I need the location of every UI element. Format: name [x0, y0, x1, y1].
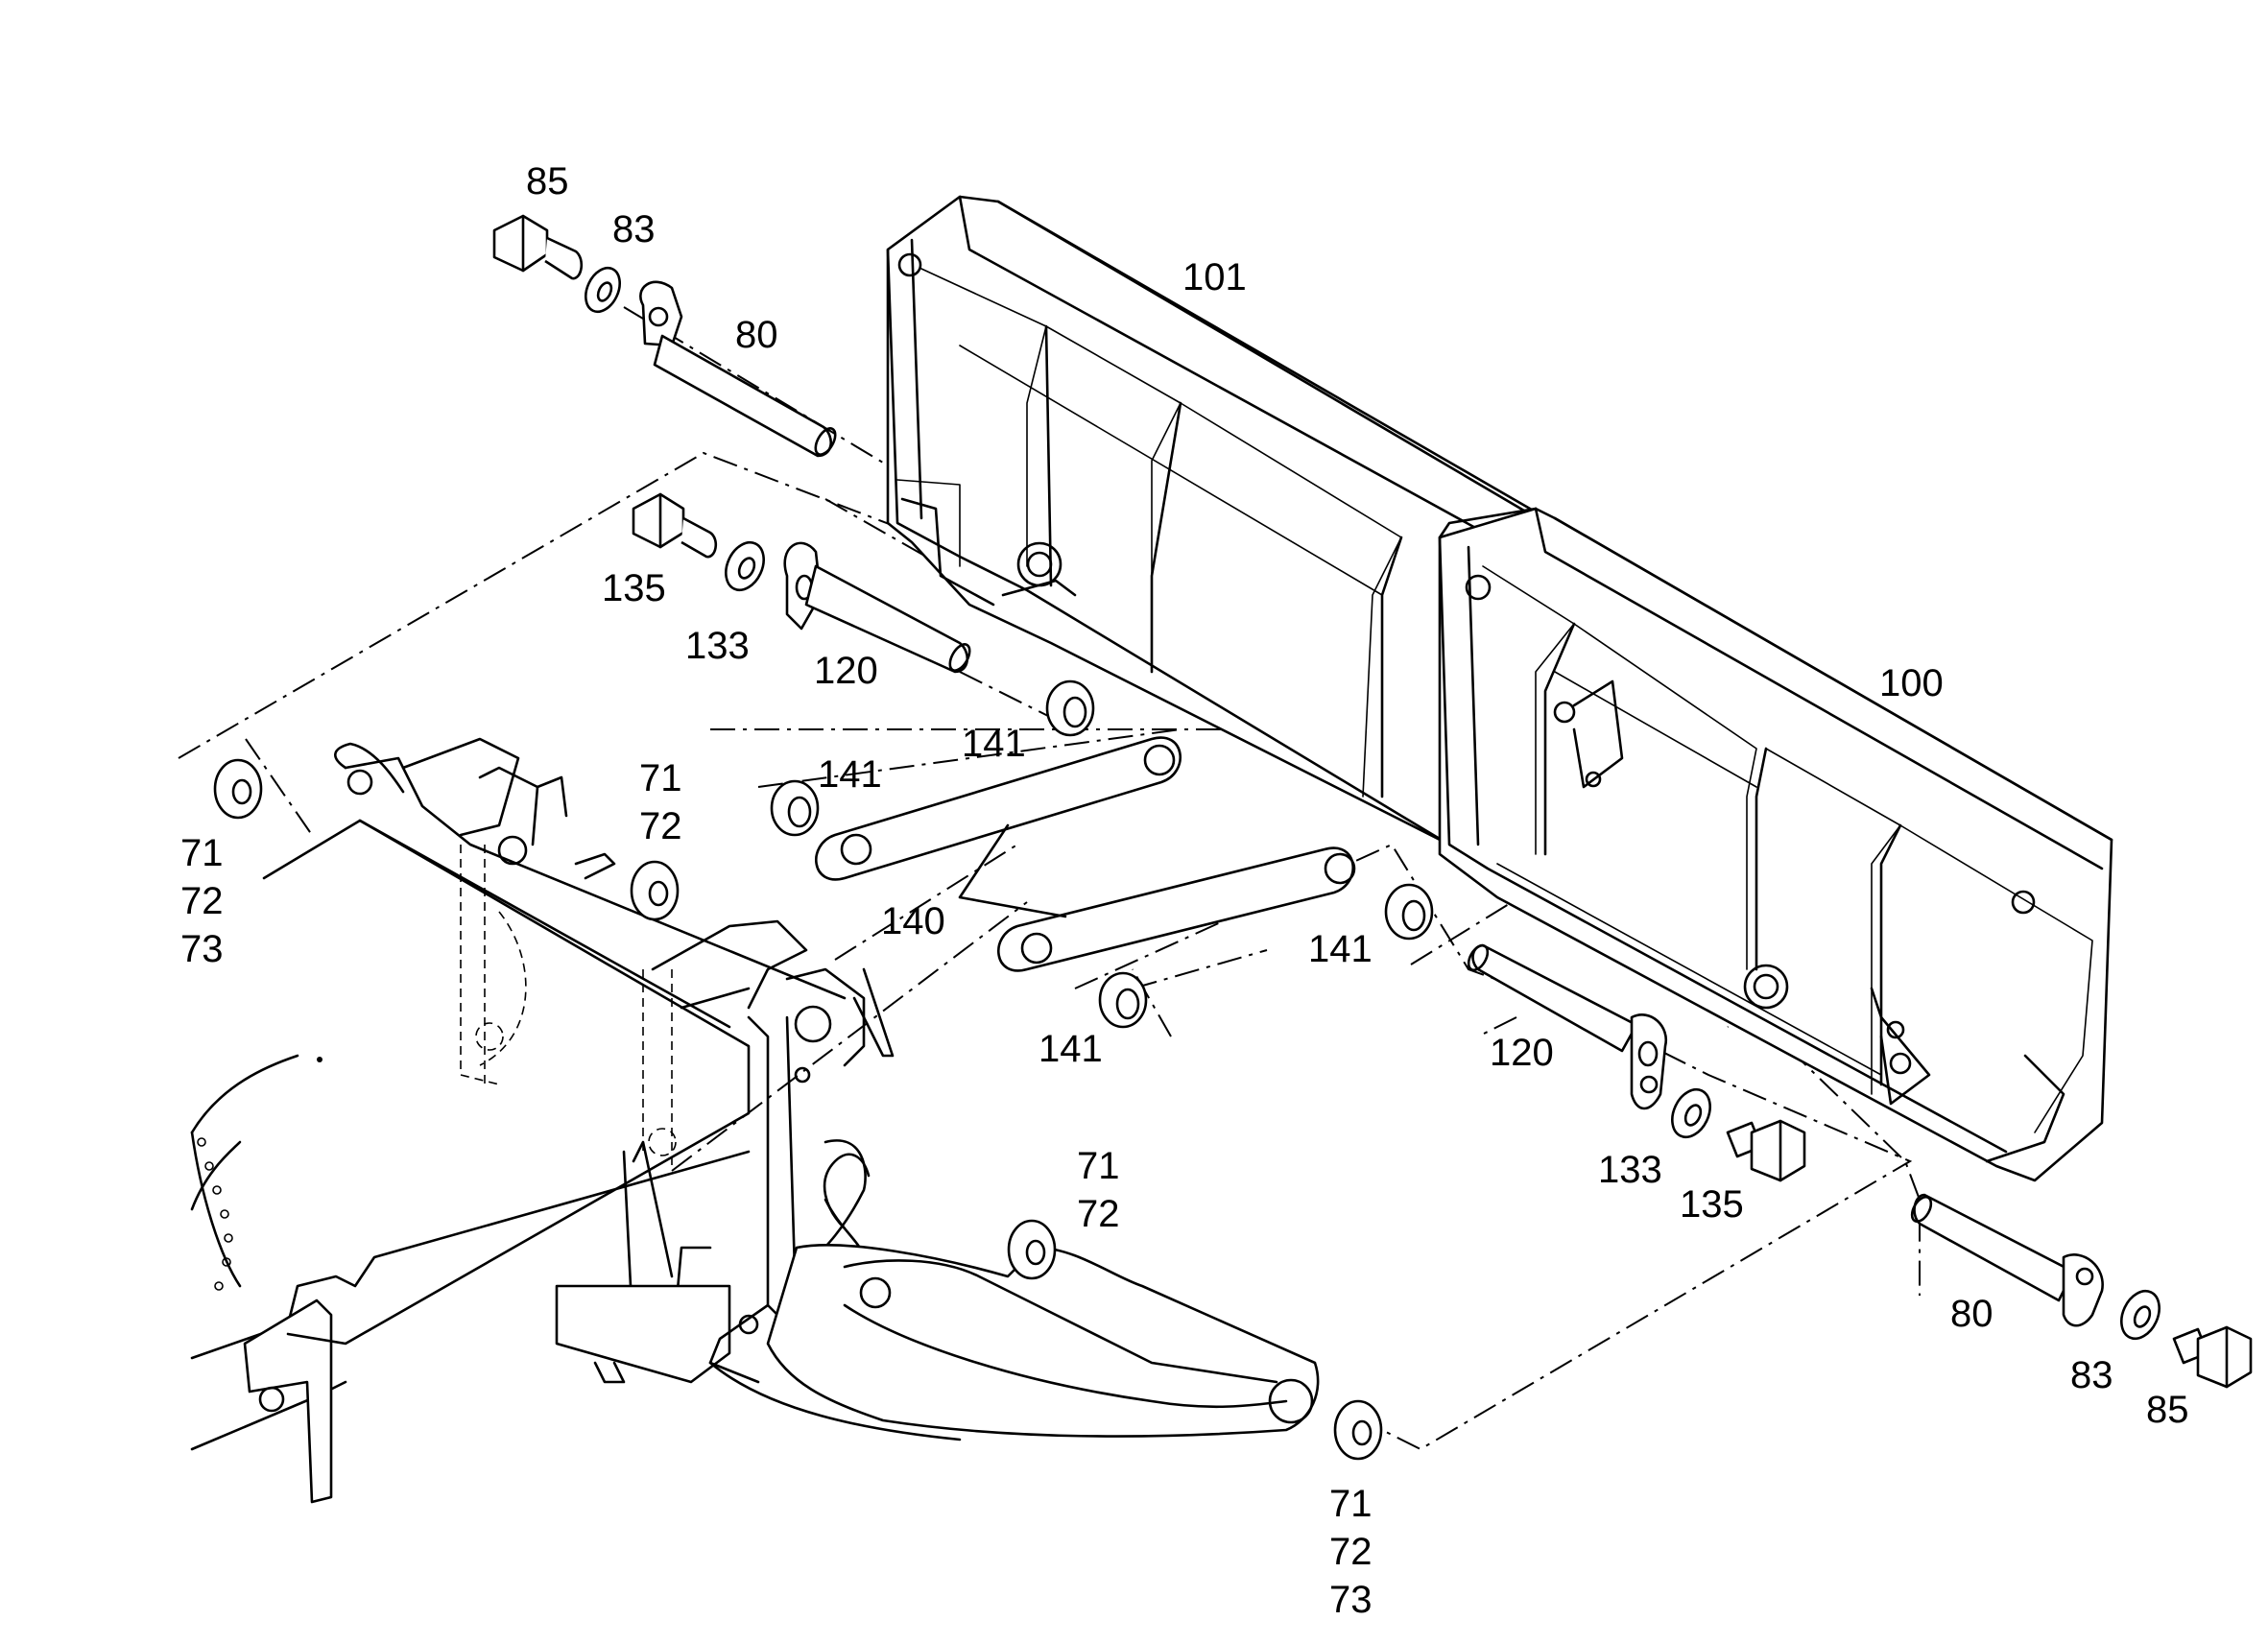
reference-dot	[317, 1057, 322, 1062]
blade-100	[1438, 507, 2113, 1182]
callout-135-right: 135	[1680, 1183, 1744, 1226]
bushing-141-a	[1045, 679, 1095, 737]
pin-80-right	[1910, 1193, 2104, 1327]
pin-120-right	[1467, 943, 1668, 1110]
callout-80-top: 80	[735, 314, 778, 356]
push-link-lower	[997, 846, 1356, 972]
washer-71-bottom	[1333, 1399, 1383, 1461]
blade-101	[886, 195, 1557, 846]
callout-133-top: 133	[685, 625, 750, 667]
callout-73-bottom: 73	[1329, 1579, 1373, 1621]
callout-120-right: 120	[1490, 1032, 1554, 1074]
bushing-141-d	[1098, 971, 1148, 1029]
push-link-upper	[815, 736, 1182, 881]
callout-140: 140	[881, 900, 945, 942]
leader-140	[958, 823, 1067, 918]
frame	[190, 737, 1320, 1504]
callout-83-top: 83	[612, 208, 656, 250]
callout-120-top: 120	[814, 650, 878, 692]
callout-73-left: 73	[180, 928, 224, 970]
callout-101: 101	[1182, 256, 1247, 298]
callout-135-top: 135	[602, 567, 666, 609]
callouts: 85 83 80 101 100 135 133 120 141 141 141…	[180, 160, 2189, 1621]
callout-72-mid: 72	[639, 805, 682, 847]
bushing-141-c	[1384, 883, 1434, 941]
callout-80-right: 80	[1950, 1293, 1993, 1335]
callout-100: 100	[1879, 662, 1944, 704]
bushing-141-b	[770, 779, 820, 837]
washer-133-right	[1671, 1087, 1711, 1139]
bolt-85-right	[2172, 1325, 2253, 1389]
washer-71-mid	[630, 860, 680, 921]
callout-85-right: 85	[2146, 1389, 2189, 1431]
pin-120-top	[783, 541, 971, 674]
callout-141-d: 141	[1039, 1028, 1103, 1070]
washer-83-top	[585, 266, 621, 314]
callout-83-right: 83	[2070, 1354, 2113, 1396]
callout-141-b: 141	[818, 753, 882, 796]
callout-133-right: 133	[1598, 1149, 1662, 1191]
callout-141-c: 141	[1308, 928, 1373, 970]
washer-71-low	[1007, 1219, 1057, 1280]
pin-80-top	[639, 280, 837, 458]
washer-71-left	[213, 758, 263, 820]
callout-72-left: 72	[180, 880, 224, 922]
callout-85-top: 85	[526, 160, 569, 203]
callout-71-left: 71	[180, 832, 224, 874]
callout-141-a: 141	[962, 723, 1026, 765]
callout-71-bottom: 71	[1329, 1483, 1373, 1525]
bolt-135-top	[632, 492, 718, 559]
bolt-85-top	[492, 214, 584, 280]
bolt-135-right	[1726, 1119, 1806, 1182]
washer-133-top	[725, 540, 765, 592]
callout-72-bottom: 72	[1329, 1531, 1373, 1573]
ring-holes	[197, 1137, 233, 1291]
callout-71-low: 71	[1077, 1145, 1120, 1187]
callout-72-low: 72	[1077, 1193, 1120, 1235]
callout-71-mid: 71	[639, 757, 682, 799]
washer-83-right	[2120, 1289, 2161, 1341]
